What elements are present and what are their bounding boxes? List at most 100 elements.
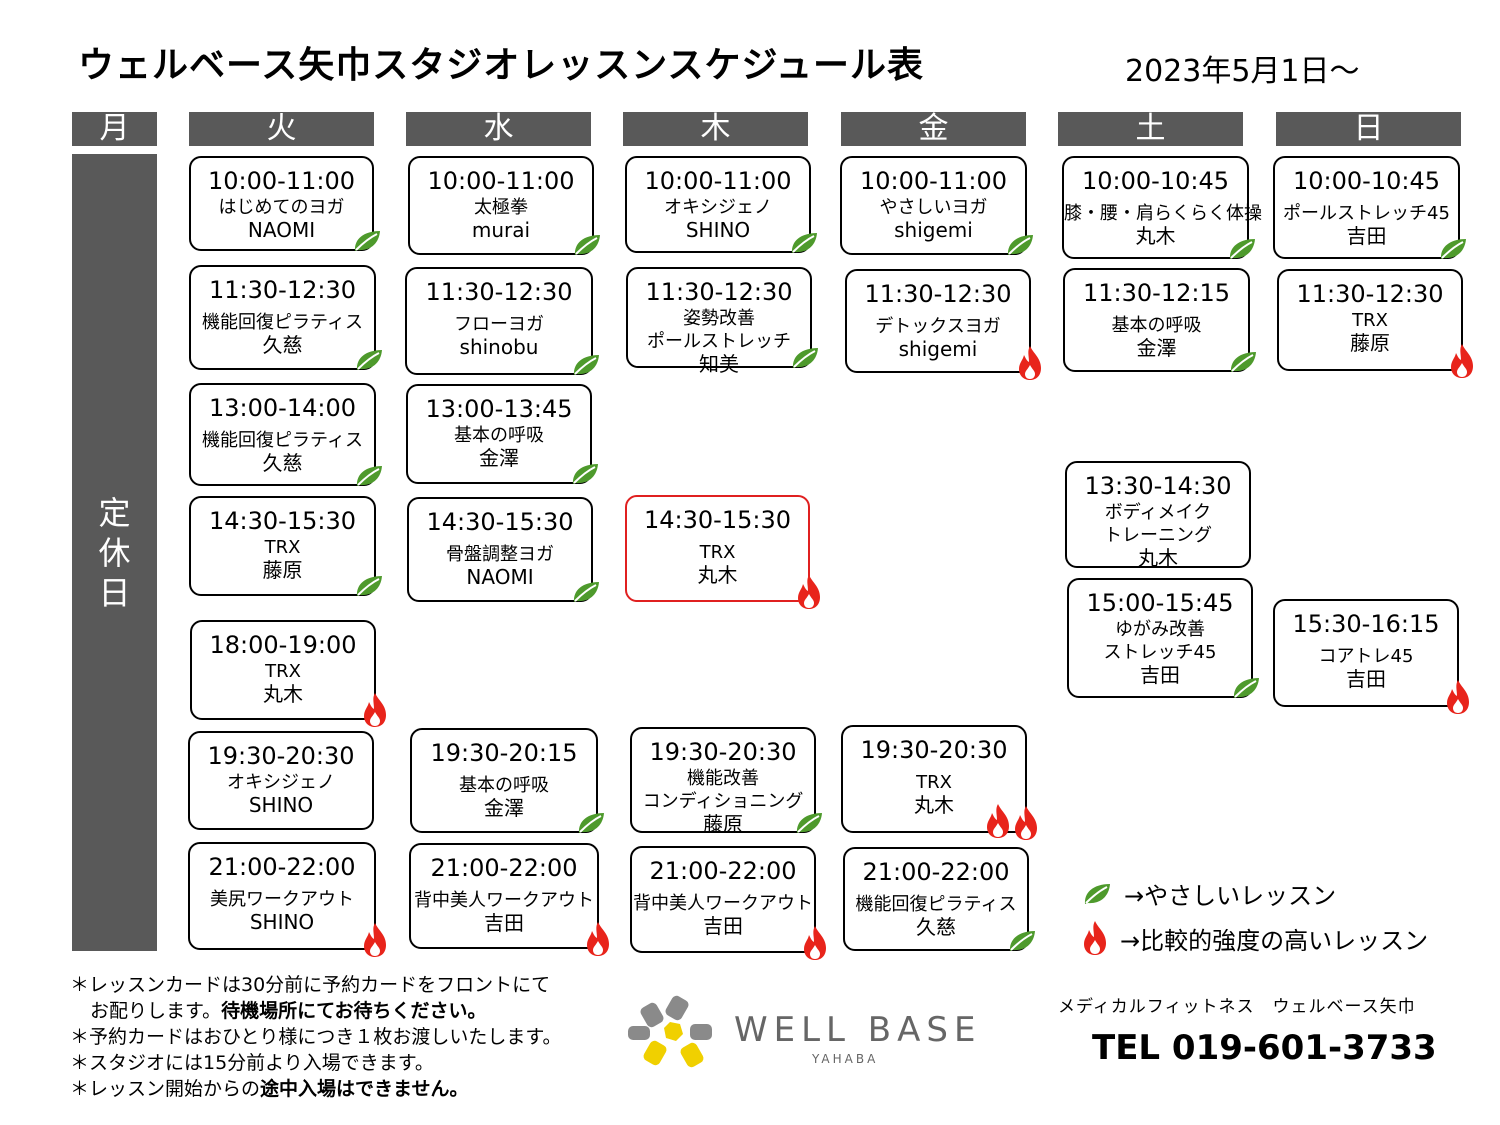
- lesson-time: 21:00-22:00: [430, 854, 578, 882]
- page-title: ウェルベース矢巾スタジオレッスンスケジュール表: [78, 45, 924, 86]
- lesson-name: はじめてのヨガ: [218, 197, 345, 218]
- leaf-icon: [574, 235, 600, 255]
- lesson-card: 11:30-12:15 基本の呼吸金澤: [1063, 268, 1250, 372]
- lesson-time: 13:00-13:45: [425, 395, 573, 423]
- lesson-instructor: shigemi: [898, 337, 978, 361]
- lesson-time: 13:30-14:30: [1084, 472, 1232, 500]
- leaf-icon: [796, 813, 822, 833]
- lesson-name: 骨盤調整ヨガ: [446, 544, 554, 565]
- note-line: ＊スタジオには15分前より入場できます。: [70, 1052, 434, 1074]
- closed-char: 定: [98, 493, 131, 532]
- leaf-icon: [354, 231, 380, 251]
- lesson-name: 膝・腰・肩らくらく体操: [1064, 203, 1262, 224]
- lesson-time: 10:00-11:00: [860, 167, 1007, 195]
- lesson-name: TRX: [264, 537, 301, 558]
- lesson-name: 背中美人ワークアウト: [414, 890, 594, 911]
- leaf-icon: [1230, 352, 1256, 372]
- day-header-sat: 土: [1058, 112, 1243, 146]
- lesson-name: 太極拳: [474, 197, 528, 218]
- lesson-instructor: 丸木: [1138, 546, 1178, 570]
- lesson-time: 10:00-10:45: [1293, 167, 1440, 195]
- fire-icon: [1084, 921, 1106, 955]
- lesson-name: 基本の呼吸: [1111, 315, 1202, 336]
- legend-gentle-label: →やさしいレッスン: [1124, 882, 1337, 910]
- lesson-name-line2: トレーニング: [1104, 525, 1212, 546]
- lesson-time: 11:30-12:30: [645, 278, 793, 306]
- leaf-icon: [356, 350, 382, 370]
- lesson-time: 21:00-22:00: [208, 853, 356, 881]
- lesson-time: 10:00-11:00: [644, 167, 792, 195]
- start-date: 2023年5月1日～: [1125, 54, 1360, 89]
- closed-char: 日: [98, 573, 131, 612]
- lesson-name: TRX: [265, 661, 301, 682]
- lesson-name-line2: ストレッチ45: [1103, 642, 1217, 663]
- lesson-time: 11:30-12:15: [1083, 279, 1230, 307]
- lesson-instructor: shinobu: [459, 335, 539, 359]
- legend-gentle: →やさしいレッスン: [1082, 876, 1336, 911]
- leaf-icon: [1007, 235, 1033, 255]
- day-header-fri: 金: [841, 112, 1026, 146]
- fire-icon: [804, 926, 826, 960]
- brand-name: WELL BASE: [734, 1010, 982, 1050]
- lesson-instructor: murai: [471, 218, 531, 242]
- clinic-name: メディカルフィットネス ウェルベース矢巾: [1058, 997, 1416, 1017]
- lesson-name: ゆがみ改善: [1115, 619, 1205, 640]
- lesson-instructor: 藤原: [1350, 331, 1390, 355]
- lesson-instructor: SHINO: [248, 793, 314, 817]
- lesson-instructor: 丸木: [1135, 224, 1176, 248]
- closed-day-bar: 定 休 日: [72, 154, 157, 951]
- lesson-time: 14:30-15:30: [644, 506, 791, 534]
- lesson-time: 10:00-11:00: [208, 167, 355, 195]
- leaf-icon: [356, 576, 382, 596]
- lesson-instructor: NAOMI: [466, 565, 534, 589]
- lesson-instructor: 吉田: [1346, 224, 1387, 248]
- lesson-name-line2: コンディショニング: [642, 791, 804, 812]
- lesson-time: 19:30-20:30: [649, 738, 797, 766]
- leaf-icon: [573, 355, 599, 375]
- lesson-instructor: 久慈: [916, 915, 956, 939]
- leaf-icon: [1084, 883, 1110, 904]
- lesson-name: オキシジェノ: [664, 197, 772, 218]
- leaf-icon: [1233, 678, 1259, 698]
- note-text: ＊レッスン開始からの: [70, 1078, 261, 1100]
- lesson-instructor: 金澤: [484, 796, 524, 820]
- lesson-instructor: 吉田: [703, 914, 743, 938]
- lesson-instructor: 金澤: [1136, 336, 1177, 360]
- note-line: ＊予約カードはおひとり様につき１枚お渡しいたします。: [70, 1026, 562, 1048]
- lesson-name-line2: ポールストレッチ: [647, 331, 791, 352]
- lesson-name: 基本の呼吸: [459, 775, 549, 796]
- lesson-name: ポールストレッチ45: [1283, 203, 1450, 224]
- lesson-time: 21:00-22:00: [862, 858, 1010, 886]
- lesson-instructor: SHINO: [249, 910, 315, 934]
- fire-icon: [364, 923, 386, 957]
- lesson-name: デトックスヨガ: [875, 316, 1001, 337]
- lesson-time: 14:30-15:30: [209, 507, 356, 535]
- day-header-mon: 月: [72, 112, 157, 146]
- fire-icon: [798, 575, 820, 609]
- lesson-instructor: 藤原: [703, 812, 743, 836]
- lesson-name: TRX: [699, 542, 736, 563]
- phone-number[interactable]: TEL 019-601-3733: [1092, 1028, 1437, 1068]
- leaf-icon: [1009, 931, 1035, 951]
- fire-icon: [987, 804, 1009, 838]
- lesson-instructor: SHINO: [685, 218, 751, 242]
- lesson-name: TRX: [1352, 310, 1388, 331]
- notes: ＊レッスンカードは30分前に予約カードをフロントにて お配りします。待機場所にて…: [70, 972, 562, 1102]
- lesson-instructor: 久慈: [262, 451, 303, 475]
- leaf-icon: [1229, 239, 1255, 259]
